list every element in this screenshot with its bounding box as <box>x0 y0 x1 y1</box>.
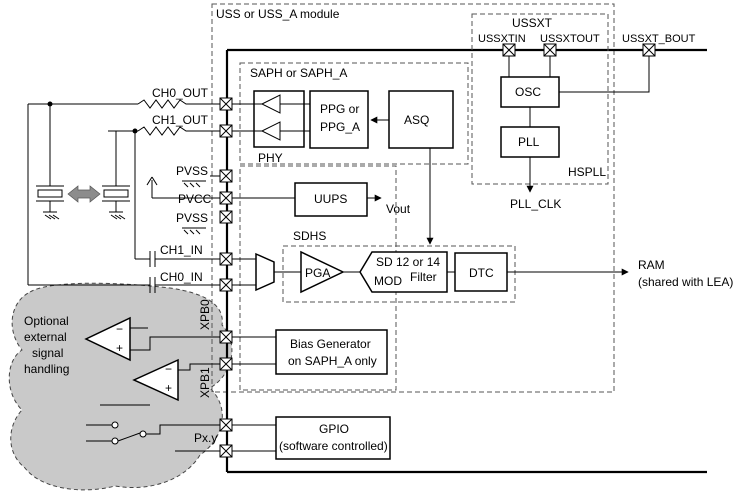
pvcc-supply-icon <box>146 176 158 186</box>
sd-label-line1: SD 12 or 14 <box>376 255 440 269</box>
ppg-label-line2: PPG_A <box>320 120 360 134</box>
ch0-out-label: CH0_OUT <box>152 86 209 100</box>
ch0-in-label: CH0_IN <box>160 270 203 284</box>
ussxtout-pin <box>543 43 557 57</box>
gpio-label-line2: (software controlled) <box>279 439 388 453</box>
ussxtin-label: USSXTIN <box>478 33 526 45</box>
ch1-out-resistor <box>137 126 220 136</box>
pll-label: PLL <box>518 135 540 149</box>
opamp-bottom-plus: + <box>165 381 172 395</box>
bias-label-line1: Bias Generator <box>290 337 371 351</box>
pvcc-pin <box>219 191 233 205</box>
opamp-top-plus: + <box>116 341 123 355</box>
sdhs-label: SDHS <box>293 229 326 243</box>
pvcc-label: PVCC <box>178 192 212 206</box>
bias-label-line2: on SAPH_A only <box>288 354 377 368</box>
optional-label-line2: external <box>24 330 67 344</box>
ussxt-label: USSXT <box>512 16 553 30</box>
sd-label-line2: MOD <box>374 274 402 288</box>
ch1-in-label: CH1_IN <box>160 243 203 257</box>
ch0-out-resistor <box>137 99 220 109</box>
filter-label: Filter <box>410 270 437 284</box>
ussxt-boundary <box>471 13 609 185</box>
saph-boundary <box>239 62 469 165</box>
pll-block <box>500 126 560 158</box>
bias-generator-block <box>275 329 388 375</box>
ch1-in-capacitor <box>149 251 220 267</box>
gpio-label-line1: GPIO <box>319 422 349 436</box>
pvss-bottom-ground-icon <box>182 227 206 235</box>
ram-label-line1: RAM <box>638 258 665 272</box>
optional-label-line3: signal <box>32 346 63 360</box>
ussxt-bout-label: USSXT_BOUT <box>622 33 696 45</box>
ussxtout-label: USSXTOUT <box>540 33 600 45</box>
transducer-0 <box>36 185 64 220</box>
pxy-label: Px.y <box>194 431 217 445</box>
uss-module-label: USS or USS_A module <box>216 7 340 21</box>
asq-label: ASQ <box>404 113 429 127</box>
xpb0-label: XPB0 <box>198 299 212 330</box>
transducer-1 <box>102 185 130 220</box>
pvss-bottom-pin <box>219 210 233 224</box>
opamp-bottom-link <box>178 363 220 371</box>
opamp-top-minus: − <box>116 322 123 336</box>
ppg-label-line1: PPG or <box>320 102 359 116</box>
ussxt-bout-pin <box>642 43 656 57</box>
external-signal-cloud <box>8 282 233 491</box>
optional-label-line1: Optional <box>24 314 69 328</box>
vout-label: Vout <box>386 202 411 216</box>
optional-label-line4: handling <box>24 362 69 376</box>
ultrasonic-path-arrow <box>67 185 101 203</box>
ram-label-line2: (shared with LEA) <box>638 275 733 289</box>
osc-block <box>500 76 560 108</box>
opamp-top-output <box>130 336 220 351</box>
ch1-in-pin <box>219 252 233 266</box>
external-opamp-top <box>84 316 131 362</box>
ch0-in-capacitor <box>149 277 220 293</box>
input-mux <box>255 252 275 292</box>
pvss-top-ground-icon <box>182 180 206 188</box>
ch1-out-pin <box>219 124 233 138</box>
pvss-top-pin <box>219 169 233 183</box>
xpb1-label: XPB1 <box>198 367 212 398</box>
asq-block <box>388 90 454 149</box>
uups-block <box>294 182 368 217</box>
saph-label: SAPH or SAPH_A <box>250 66 347 80</box>
external-opamp-bottom <box>132 358 179 402</box>
ch1-out-label: CH1_OUT <box>152 113 209 127</box>
xpb1-pin <box>219 357 233 371</box>
gpio-block <box>275 416 391 460</box>
phy-block <box>253 90 305 148</box>
pvss-bottom-label: PVSS <box>176 211 208 225</box>
analog-switch-icon <box>86 421 220 445</box>
pga-block <box>300 250 345 294</box>
hspll-label: HSPLL <box>568 165 606 179</box>
ppg-block <box>309 90 369 149</box>
gpio-pin-top <box>219 418 233 432</box>
dtc-block <box>454 252 508 292</box>
phy-label: PHY <box>258 151 283 165</box>
opamp-bottom-minus: − <box>165 362 172 376</box>
pll-clk-label: PLL_CLK <box>510 197 561 211</box>
pga-label: PGA <box>305 266 330 280</box>
osc-label: OSC <box>515 85 541 99</box>
ussxt-bout-wire <box>559 56 650 93</box>
dtc-label: DTC <box>469 266 494 280</box>
ch0-out-pin <box>219 97 233 111</box>
sdhs-boundary <box>282 245 516 303</box>
uups-label: UUPS <box>314 192 347 206</box>
pvss-top-label: PVSS <box>176 164 208 178</box>
ussxtin-pin <box>502 43 516 57</box>
ch0-in-pin <box>219 278 233 292</box>
xpb0-pin <box>219 330 233 344</box>
gpio-pin-bottom <box>219 444 233 458</box>
